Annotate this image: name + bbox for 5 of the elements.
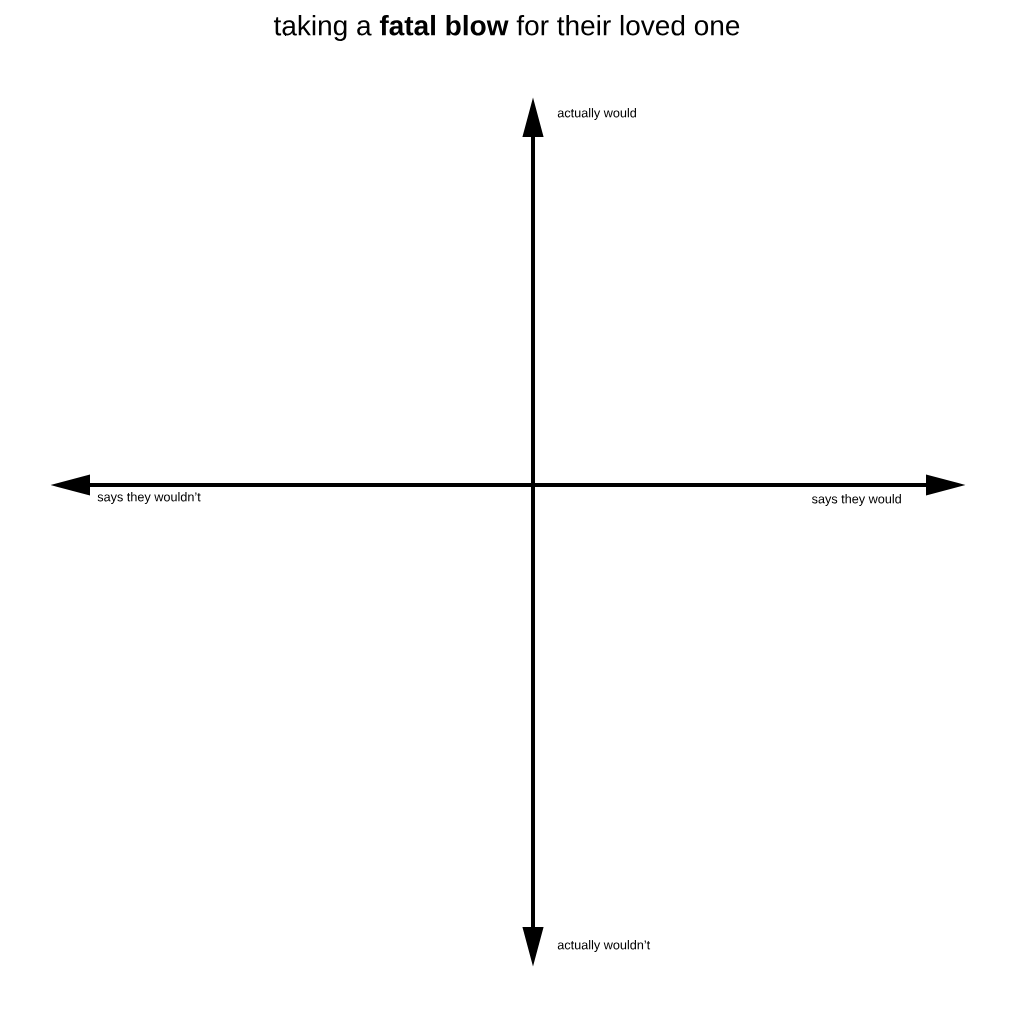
axis-label: actually would xyxy=(557,108,636,120)
chart-title: taking a fatal blow for their loved one xyxy=(273,14,740,42)
axis-label: says they would xyxy=(812,494,901,506)
axis-label: actually wouldn’t xyxy=(557,940,651,952)
axis-label: says they wouldn’t xyxy=(97,492,201,504)
